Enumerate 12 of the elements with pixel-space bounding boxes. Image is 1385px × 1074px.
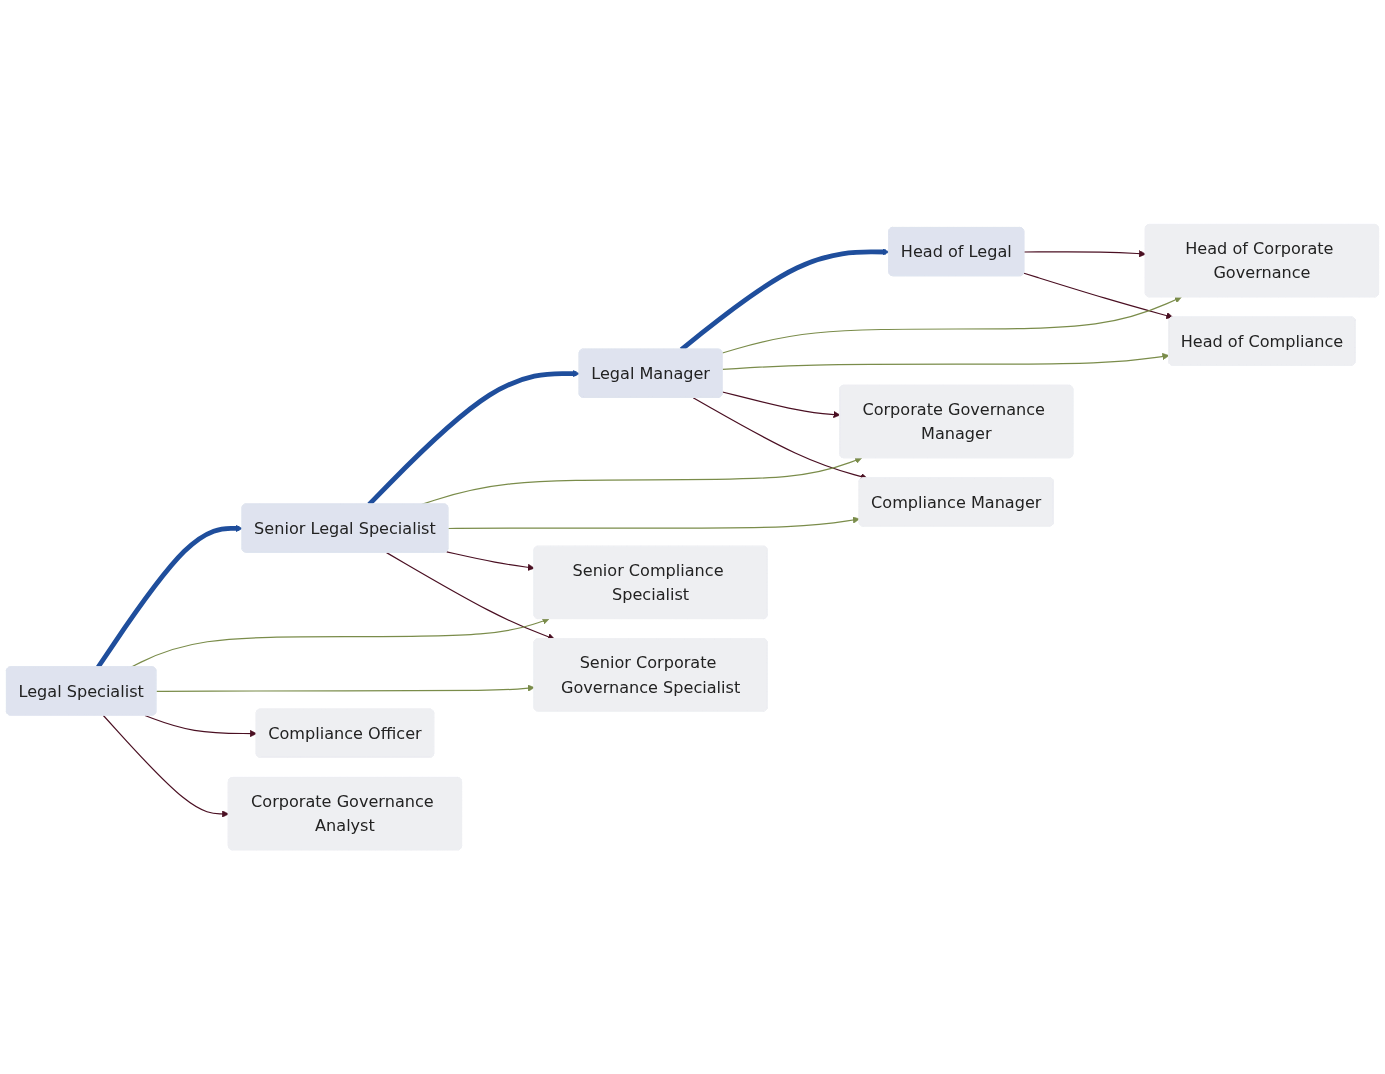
- arrow: [721, 296, 1182, 354]
- arrow: [721, 352, 1170, 370]
- arrow: [155, 684, 535, 692]
- arrow: [1023, 250, 1146, 258]
- arrow: [102, 714, 230, 818]
- arrow: [1023, 272, 1174, 319]
- arrow: [692, 397, 868, 480]
- arrow: [385, 551, 555, 640]
- arrow: [446, 551, 535, 571]
- arrow: [721, 391, 841, 418]
- arrow: [144, 714, 257, 737]
- arrow: [447, 516, 860, 529]
